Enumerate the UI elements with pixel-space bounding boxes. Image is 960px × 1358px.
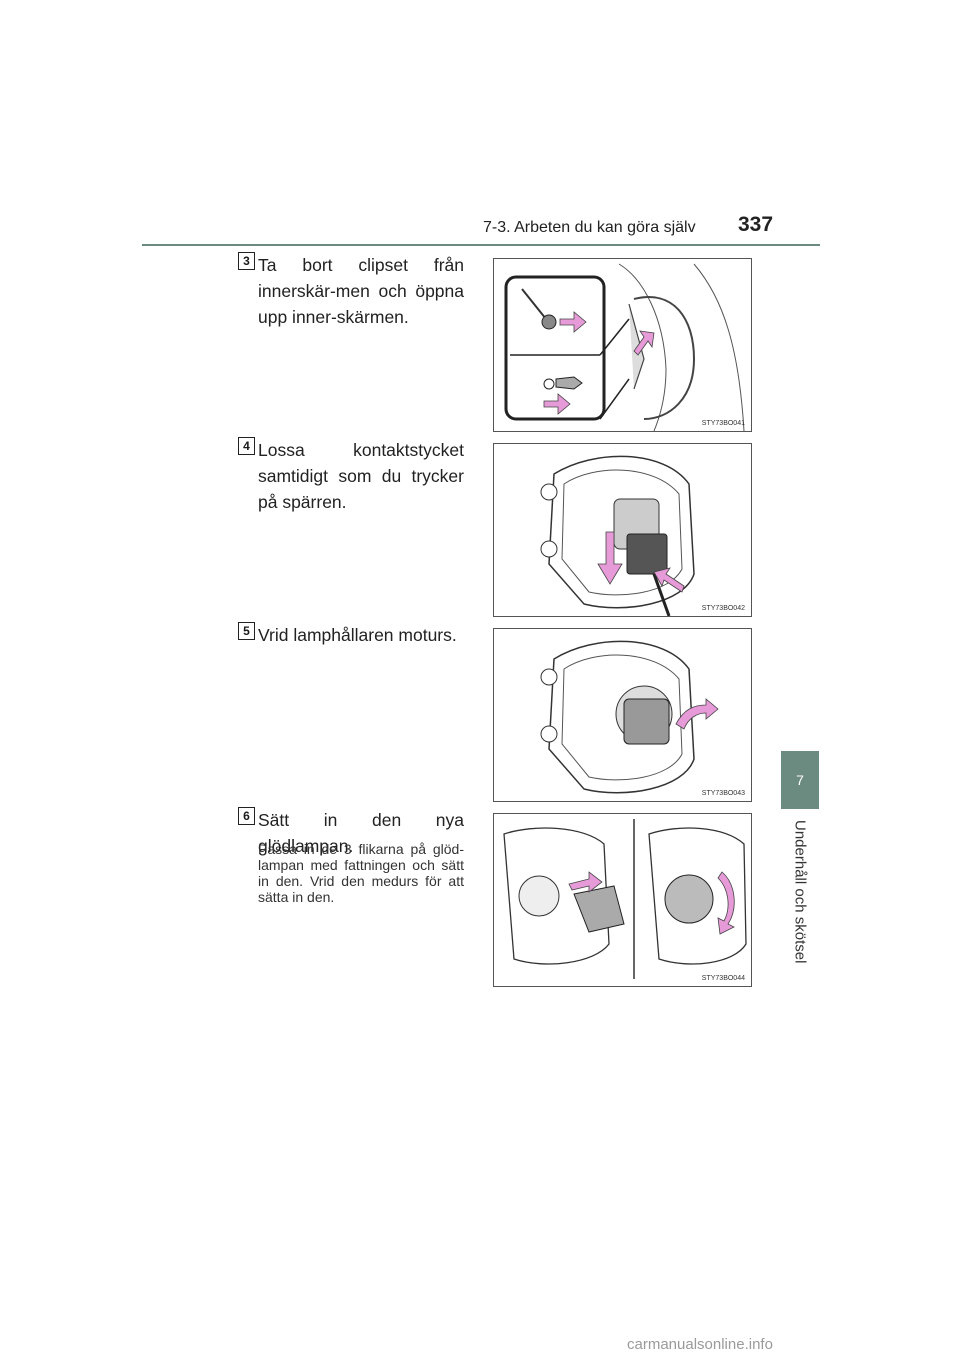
connector-illustration: [540, 455, 695, 616]
step-number-4: 4: [238, 437, 255, 455]
figure-code: STY73BO043: [701, 790, 745, 797]
step-4-text: Lossa kontaktstycket samtidigt som du tr…: [258, 440, 464, 512]
footer-watermark: carmanualsonline.info: [627, 1336, 773, 1353]
figure-new-bulb: STY73BO044: [493, 813, 752, 987]
step-6-subtext: Passa in de 3 flikarna på glöd-lampan me…: [258, 841, 464, 905]
step-number-6: 6: [238, 807, 255, 825]
chapter-tab: 7: [781, 751, 819, 809]
step-6-text: Sätt in den nya glödlampan.: [258, 810, 464, 856]
page-number: 337: [738, 213, 774, 236]
step-number-5: 5: [238, 622, 255, 640]
figure-code: STY73BO044: [701, 975, 745, 982]
figure-clip-removal: STY73BO041: [493, 258, 752, 432]
bulb-holder-illustration: [540, 640, 719, 794]
new-bulb-illustration: [503, 819, 747, 979]
header-divider: [142, 244, 820, 246]
figure-code: STY73BO041: [701, 420, 745, 427]
figure-bulb-holder: STY73BO043: [493, 628, 752, 802]
figure-connector: STY73BO042: [493, 443, 752, 617]
chapter-label: Underhåll och skötsel: [791, 820, 809, 964]
step-number-3: 3: [238, 252, 255, 270]
section-title: 7-3. Arbeten du kan göra själv: [483, 219, 696, 236]
step-3-text: Ta bort clipset från innerskär-men och ö…: [258, 255, 464, 327]
figure-code: STY73BO042: [701, 605, 745, 612]
step-5-text: Vrid lamphållaren moturs.: [258, 625, 457, 645]
clip-removal-illustration: [504, 263, 745, 431]
